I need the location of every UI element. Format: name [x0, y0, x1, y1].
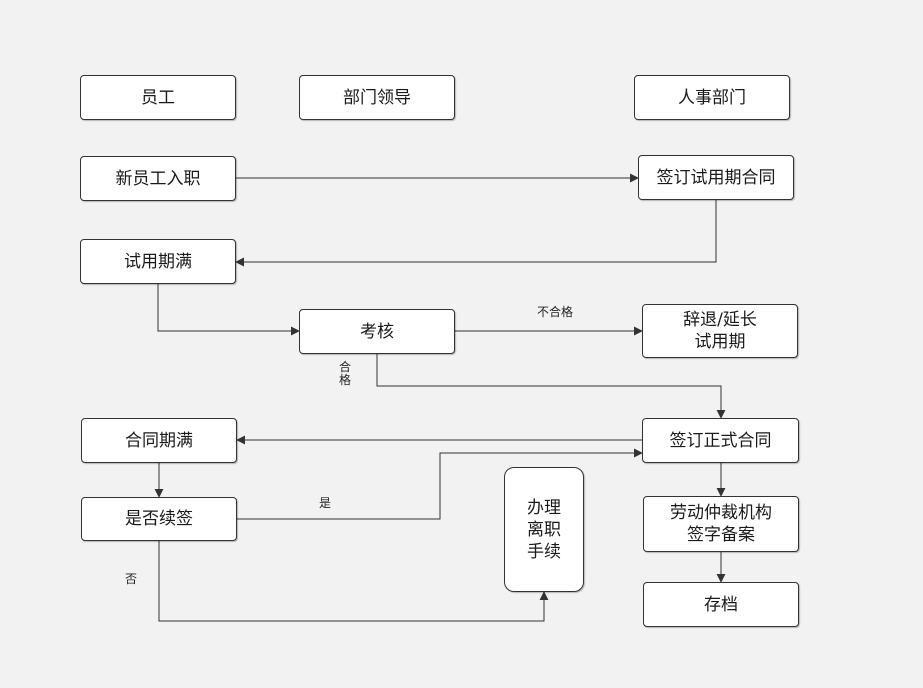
node-onboard: 新员工入职 [80, 156, 236, 201]
edge-probation-end-to-assessment [157, 284, 300, 336]
edge-label-pass: 合 格 [338, 360, 351, 387]
node-probation-contract: 签订试用期合同 [638, 155, 794, 200]
edge-label-no: 否 [125, 572, 138, 586]
node-renew-decision: 是否续签 [81, 497, 237, 541]
edge-label-fail: 不合格 [537, 305, 574, 319]
edge-renew-no-to-resign [158, 541, 549, 622]
lane-header-employee: 员工 [80, 75, 236, 120]
edge-probation-contract-to-probation-end [235, 200, 717, 267]
node-contract-expire: 合同期满 [81, 418, 237, 463]
node-assessment: 考核 [299, 309, 455, 354]
node-arbitration: 劳动仲裁机构 签字备案 [643, 496, 799, 552]
node-formal-contract: 签订正式合同 [642, 418, 799, 463]
edge-assessment-to-formal-contract [376, 354, 726, 419]
node-resign: 办理 离职 手续 [504, 467, 584, 592]
lane-header-dept-leader: 部门领导 [299, 75, 455, 120]
node-probation-end: 试用期满 [80, 239, 236, 284]
edge-renew-yes-to-formal-contract [237, 448, 643, 520]
edge-label-yes: 是 [319, 496, 332, 510]
node-dismiss-extend: 辞退/延长 试用期 [642, 304, 798, 358]
node-archive: 存档 [643, 582, 799, 627]
lane-header-hr: 人事部门 [634, 75, 790, 120]
